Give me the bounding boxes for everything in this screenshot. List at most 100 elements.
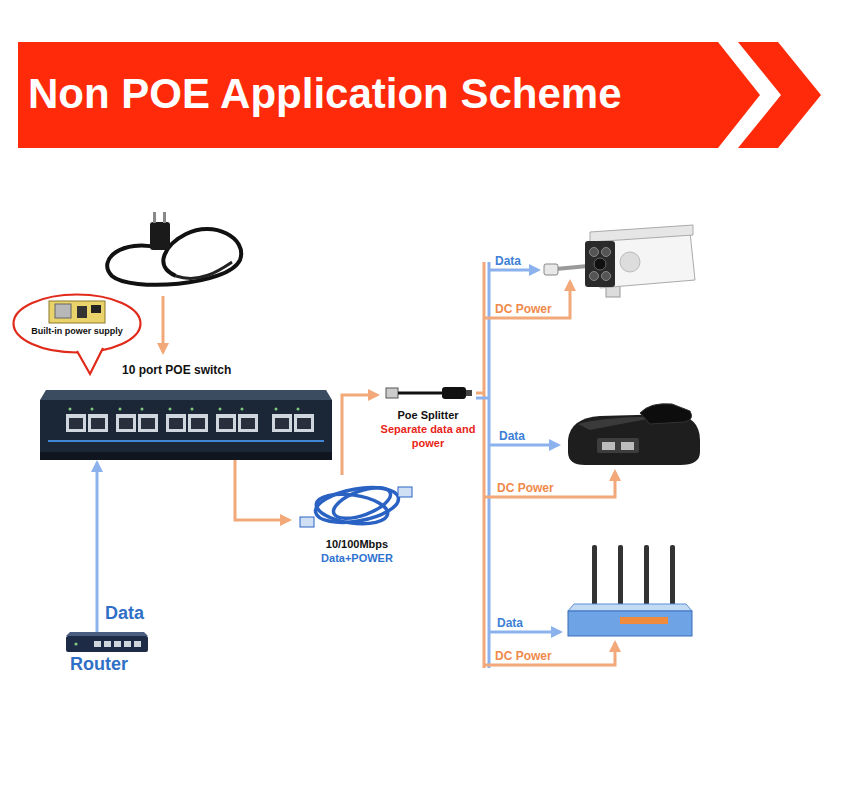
switch-port-part [275,418,289,429]
switch-port [188,408,208,433]
router-drawing-part [94,641,101,647]
power-cord-part [162,296,165,352]
switch-port-part [141,408,144,411]
ip-phone-part [602,442,615,450]
switch-port-part [191,408,194,411]
ip-phone [568,404,700,465]
switch-port [216,408,236,433]
line-label: Data [497,429,527,443]
power-cord-part [150,222,170,250]
ip-camera-part [590,225,693,242]
switch-port-part [69,408,72,411]
router-drawing-part [74,642,77,645]
switch-port-part [238,414,258,432]
connector [342,395,377,475]
data-power-lines-part [488,262,491,668]
switch-port-part [297,408,300,411]
switch-port-part [241,418,255,429]
switch-port [66,408,86,433]
switch-port-part [219,408,222,411]
ethernet-cable-drawing-part [300,517,314,527]
device-heading: 10 port POE switch [122,362,332,378]
switch-port-part [275,408,278,411]
poe-splitter-drawing-part [466,390,472,396]
ip-camera-part [620,252,640,272]
line-label: Data [495,616,525,630]
power-supply-callout: Built-in power supply [12,293,142,354]
callout-bubble-part [14,295,141,353]
ip-phone-part [621,442,634,450]
poe-splitter-drawing-part [386,388,398,398]
data-power-lines-part [489,631,560,634]
switch-port-part [88,414,108,432]
switch-port-part [166,414,186,432]
switch-port [166,408,186,433]
power-supply-callout-drawing-part [91,305,101,313]
switch-port-part [241,408,244,411]
wireless-router-part [620,617,668,624]
ip-camera-part [594,258,606,270]
callout-bubble-part [77,348,103,374]
speed-text: 10/100Mbps [292,537,422,551]
poe-switch-drawing [40,390,332,460]
wireless-router-part [592,545,597,607]
wireless-router-part [670,545,675,607]
switch-port [294,408,314,433]
ip-camera-part [585,241,615,287]
ip-camera-part [544,264,558,275]
ethernet-cable-drawing-part [330,481,395,524]
title-banner [18,42,821,148]
switch-port-part [297,418,311,429]
connector [235,460,289,520]
data-power-lines-part [484,282,570,318]
ethernet-cable-drawing [292,475,422,537]
poe-switch-drawing-part [40,452,332,460]
wireless-router-part [644,545,649,607]
poe-switch-picture [40,390,332,460]
switch-port-part [191,418,205,429]
device-name: Poe Splitter [380,408,476,422]
router-drawing-part [66,632,148,636]
ethernet-cable-drawing-part [398,487,412,497]
cable-note: Data+POWER [292,551,422,565]
switch-port [272,408,292,433]
ethernet-cable-drawing-part [313,482,401,528]
data-power-lines-part [476,397,489,400]
ip-phone-part [597,438,639,453]
router-picture [62,632,152,654]
wireless-router [568,545,692,636]
switch-port-part [138,414,158,432]
poe-switch: 10 port POE switch [40,362,332,460]
switch-port-part [216,414,236,432]
power-supply-callout-drawing-part [49,301,105,323]
switch-port-part [69,418,83,429]
switch-port-part [116,414,136,432]
wireless-router-part [568,611,692,636]
router-drawing-part [124,641,131,647]
power-cord-part [107,229,241,285]
switch-port-part [141,418,155,429]
line-label: Data [493,254,523,268]
switch-port-part [66,414,86,432]
switch-port-part [219,418,233,429]
data-power-lines-part [476,392,484,395]
poe-splitter-drawing-part [398,392,442,395]
title-text: Non POE Application Scheme [28,70,622,118]
power-supply-callout-picture [12,299,142,325]
poe-splitter-drawing [380,378,476,408]
ip-camera-part [590,272,599,281]
switch-port-part [119,418,133,429]
line-label: DC Power [495,481,556,495]
poe-switch-drawing-part [40,400,332,452]
router-drawing-part [104,641,111,647]
ethernet-cable: 10/100MbpsData+POWER [292,475,422,565]
switch-port-part [119,408,122,411]
ip-camera-part [602,248,611,257]
ip-camera [544,225,695,297]
poe-switch-drawing-part [40,390,332,400]
switch-port [116,408,136,433]
switch-port [88,408,108,433]
power-cord-part [163,212,166,223]
device-name: Router [70,654,152,675]
